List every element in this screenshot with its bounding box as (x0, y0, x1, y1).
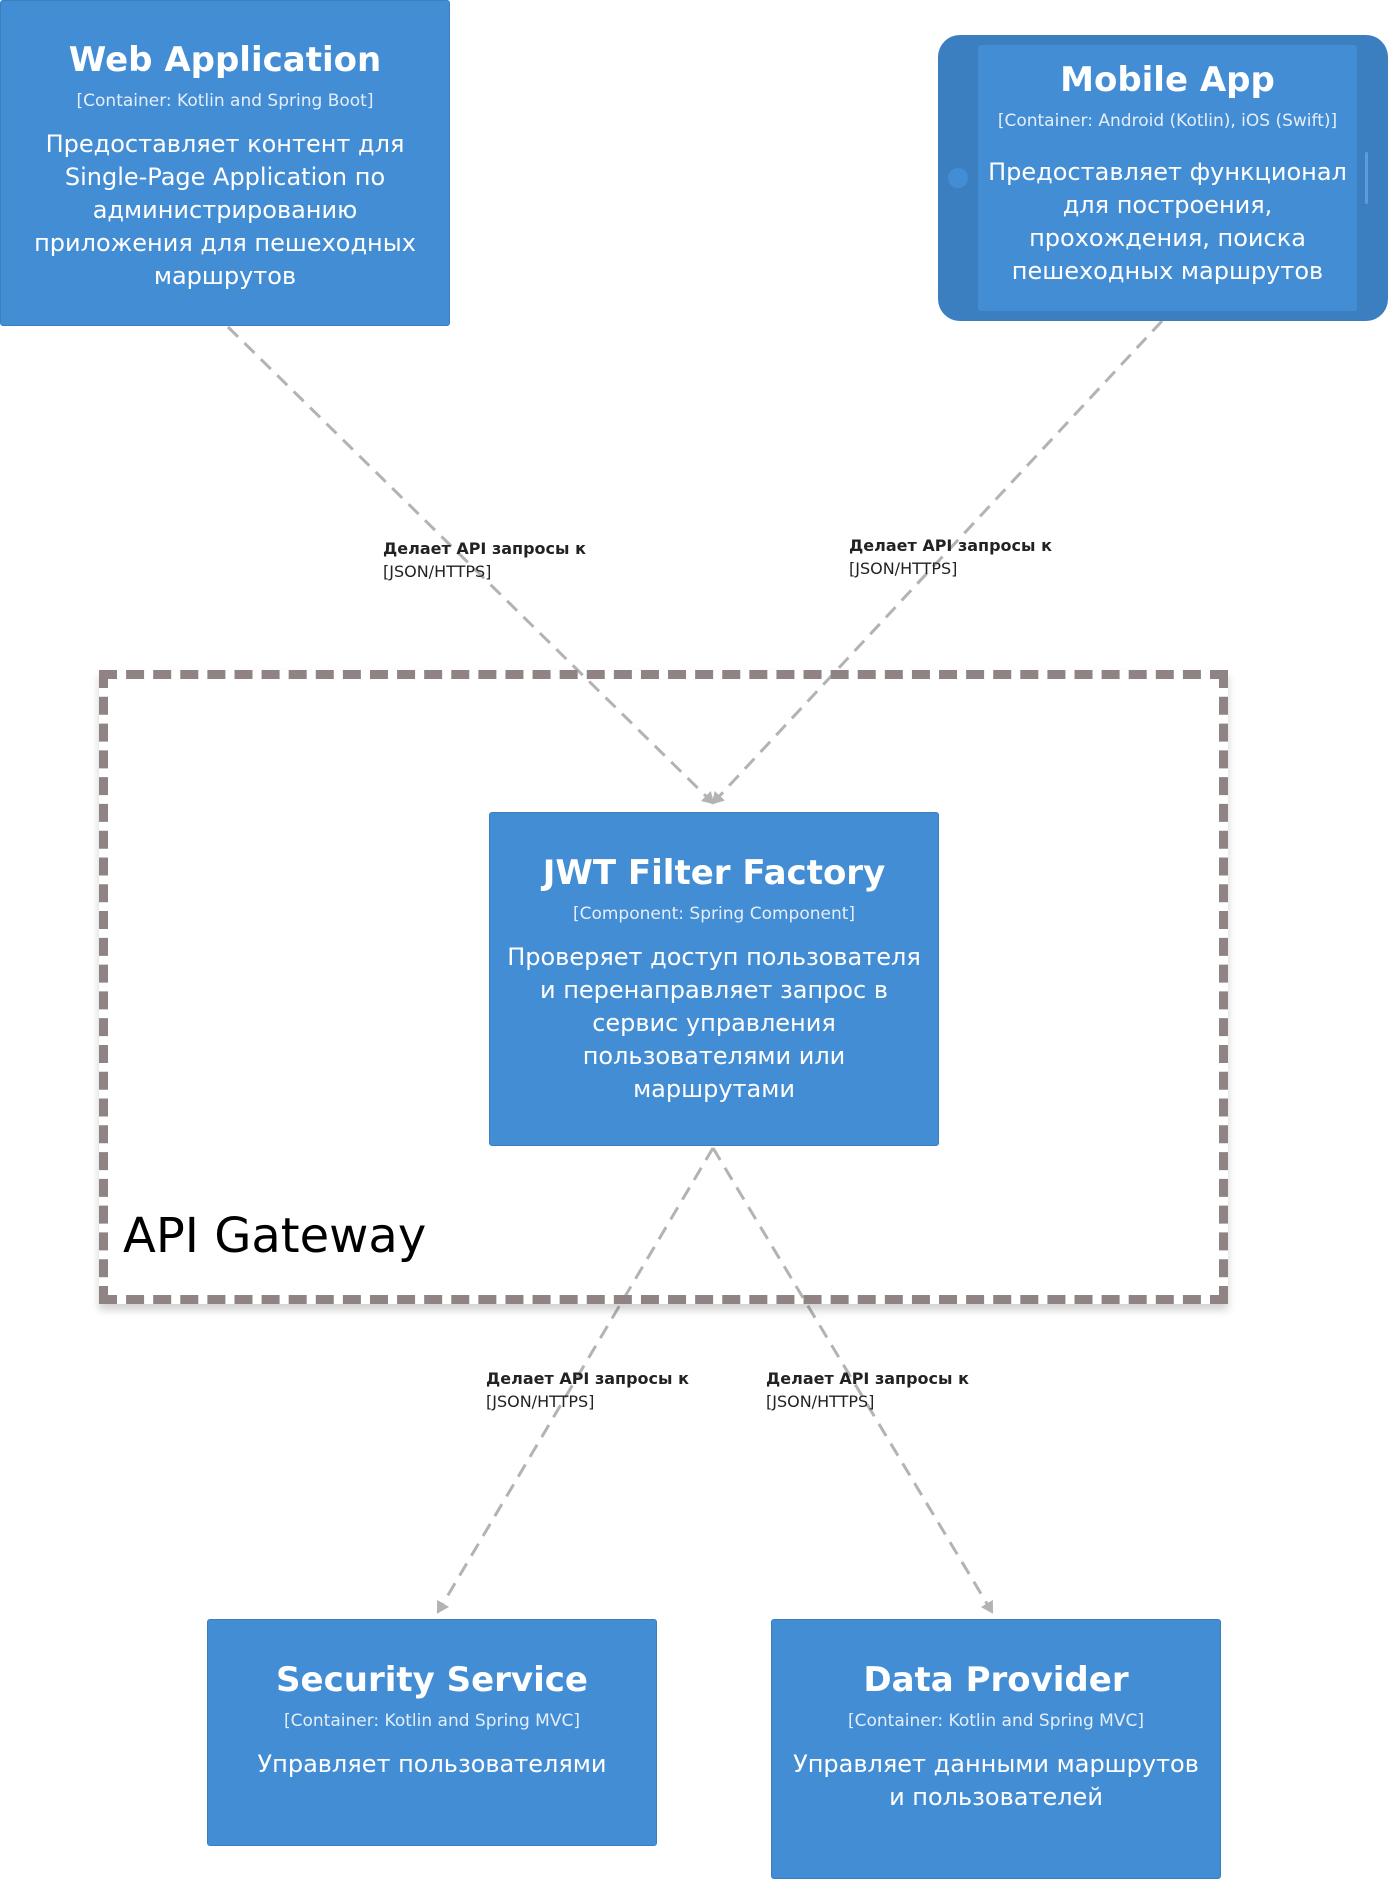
relation-arrow-mobile-to-jwt (711, 319, 1164, 805)
relation-label-jwt-to-data: Делает API запросы к [JSON/HTTPS] (766, 1367, 969, 1413)
node-title: Data Provider (863, 1660, 1129, 1700)
node-description: Проверяет доступ пользователя и перенапр… (507, 943, 921, 1103)
node-title: Mobile App (1060, 60, 1275, 100)
relation-description: Делает API запросы к (486, 1369, 689, 1388)
device-home-button-icon (948, 168, 968, 188)
node-technology: [Component: Spring Component] (572, 904, 856, 924)
relation-description: Делает API запросы к (766, 1369, 969, 1388)
boundary-label: API Gateway (123, 1208, 427, 1264)
relation-label-web-to-jwt: Делает API запросы к [JSON/HTTPS] (383, 537, 586, 583)
node-description: Предоставляет контент для Single-Page Ap… (34, 130, 416, 290)
node-technology: [Container: Kotlin and Spring Boot] (76, 91, 374, 111)
relation-label-mobile-to-jwt: Делает API запросы к [JSON/HTTPS] (849, 534, 1052, 580)
relation-technology: [JSON/HTTPS] (383, 562, 492, 581)
node-description: Управляет пользователями (257, 1750, 607, 1778)
relation-technology: [JSON/HTTPS] (849, 559, 958, 578)
node-description: Управляет данными маршрутов и пользовате… (793, 1750, 1199, 1811)
relation-technology: [JSON/HTTPS] (766, 1392, 875, 1411)
node-title: Web Application (68, 40, 382, 80)
api-gateway-boundary (99, 670, 1228, 1304)
node-title: JWT Filter Factory (542, 853, 886, 893)
security-service-node[interactable]: Security Service [Container: Kotlin and … (207, 1619, 657, 1846)
node-title: Security Service (276, 1660, 588, 1700)
jwt-filter-factory-node[interactable]: JWT Filter Factory [Component: Spring Co… (489, 812, 939, 1146)
web-application-node[interactable]: Web Application [Container: Kotlin and S… (0, 0, 450, 326)
data-provider-node[interactable]: Data Provider [Container: Kotlin and Spr… (771, 1619, 1221, 1879)
relation-arrow-jwt-to-security (436, 1147, 715, 1614)
node-technology: [Container: Android (Kotlin), iOS (Swift… (997, 111, 1338, 131)
node-technology: [Container: Kotlin and Spring MVC] (848, 1711, 1144, 1731)
relation-technology: [JSON/HTTPS] (486, 1392, 595, 1411)
relation-description: Делает API запросы к (849, 536, 1052, 555)
relation-description: Делает API запросы к (383, 539, 586, 558)
node-technology: [Container: Kotlin and Spring MVC] (284, 1711, 580, 1731)
mobile-app-node[interactable]: Mobile App [Container: Android (Kotlin),… (978, 45, 1357, 311)
device-side-bar (1365, 152, 1368, 204)
node-description: Предоставляет функционал для построения,… (988, 158, 1347, 285)
relation-label-jwt-to-security: Делает API запросы к [JSON/HTTPS] (486, 1367, 689, 1413)
